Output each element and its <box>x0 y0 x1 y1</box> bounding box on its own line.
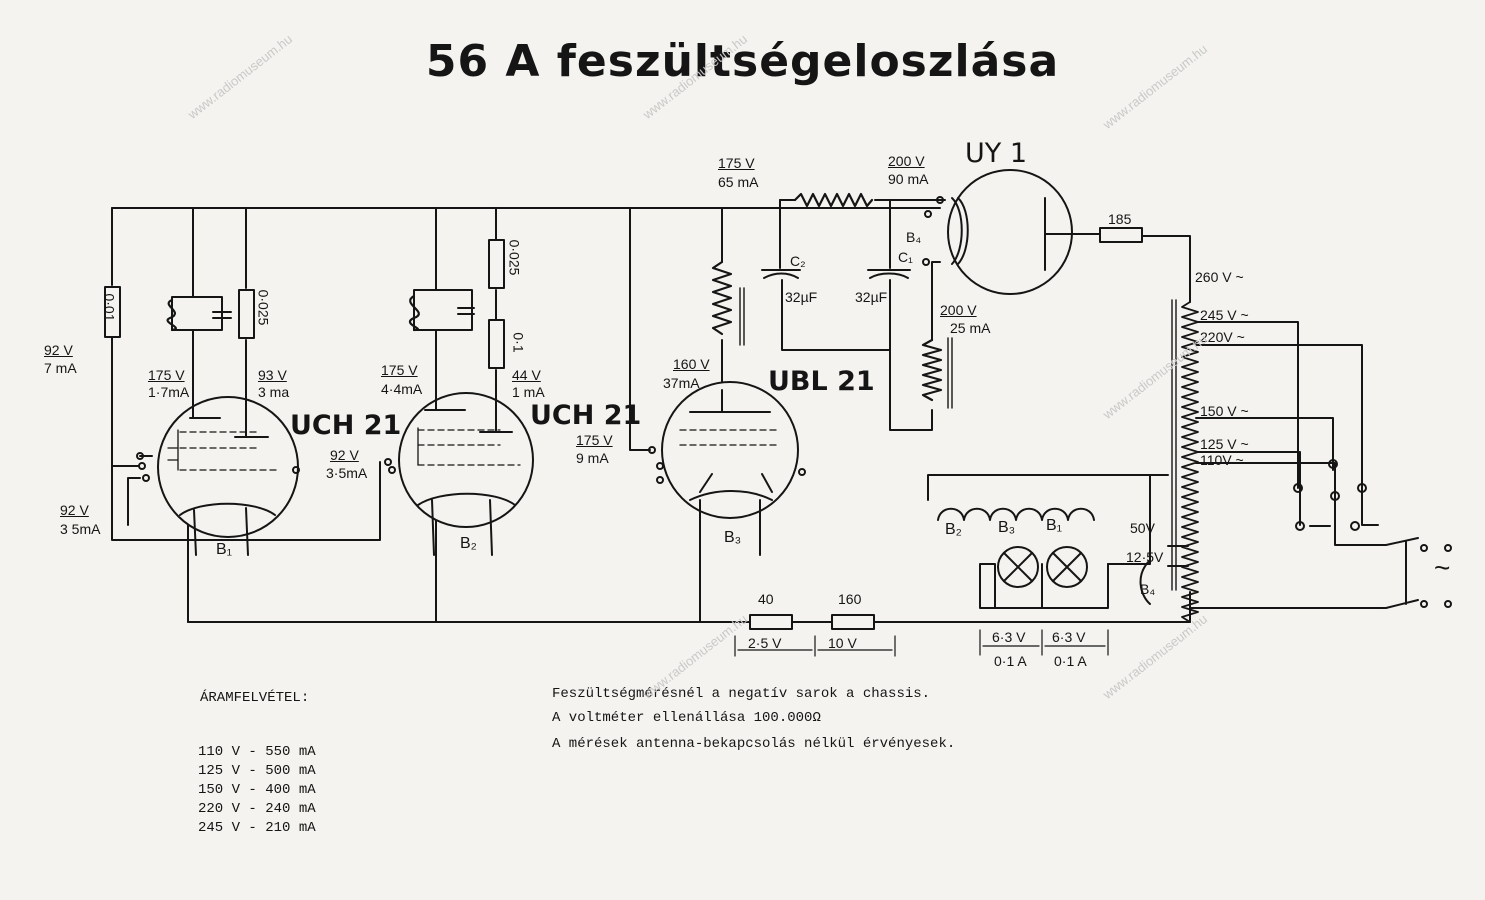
current-label: 1 mA <box>512 384 545 400</box>
tap-label: 12·5V <box>1126 549 1164 565</box>
voltage-drop-label: 2·5 V <box>748 635 782 651</box>
tap-label: 50V <box>1130 520 1155 536</box>
tap-label: 150 V ~ <box>1200 403 1249 419</box>
current-row: 125 V - 500 mA <box>198 763 316 779</box>
current-label: 65 mA <box>718 174 759 190</box>
voltage-drop-label: 10 V <box>828 635 857 651</box>
note-line: A mérések antenna-bekapcsolás nélkül érv… <box>552 736 956 752</box>
capacitor-label: 0·1 <box>510 332 527 353</box>
capacitor-0-1 <box>488 319 505 369</box>
heater-label: B₁ <box>216 541 233 558</box>
voltage-label: 93 V <box>258 367 287 383</box>
voltage-label: 92 V <box>44 342 73 358</box>
capacitor-0-01 <box>104 286 121 338</box>
voltage-label: 44 V <box>512 367 541 383</box>
tube-label-ubl21: UBL 21 <box>768 366 875 397</box>
tap-label: 245 V ~ <box>1200 307 1249 323</box>
lamp-voltage-label: 6·3 V <box>1052 629 1086 645</box>
switch-b4-label: B₄ <box>906 229 922 245</box>
ac-symbol: ~ <box>1434 552 1451 583</box>
voltage-label: 160 V <box>673 356 710 372</box>
lamp-voltage-label: 6·3 V <box>992 629 1026 645</box>
current-row: 245 V - 210 mA <box>198 820 316 836</box>
current-label: 4·4mA <box>381 381 423 397</box>
resistor-label: 185 <box>1108 211 1132 227</box>
heater-label: B₁ <box>1046 517 1063 534</box>
heater-label: B₃ <box>998 519 1016 536</box>
switch-b4-label: B₄ <box>1140 581 1156 597</box>
tube-uy1-envelope <box>947 169 1073 295</box>
tube-uch21-a-envelope <box>157 396 299 538</box>
voltage-label: 175 V <box>576 432 613 448</box>
capacitor-c1-label: C₁ <box>898 249 913 265</box>
resistor-160 <box>831 614 875 630</box>
resistor-185 <box>1099 227 1143 243</box>
voltage-label: 92 V <box>60 502 89 518</box>
current-label: 9 mA <box>576 450 609 466</box>
current-label: 3·5mA <box>326 465 368 481</box>
current-label: 1·7mA <box>148 384 190 400</box>
current-row: 220 V - 240 mA <box>198 801 316 817</box>
current-label: 3 ma <box>258 384 290 400</box>
voltage-label: 92 V <box>330 447 359 463</box>
capacitor-value: 32µF <box>785 289 818 305</box>
resistor-label: 160 <box>838 591 862 607</box>
tap-label: 110V ~ <box>1200 452 1244 468</box>
current-label: 25 mA <box>950 320 991 336</box>
voltage-label: 200 V <box>888 153 925 169</box>
current-label: 7 mA <box>44 360 77 376</box>
tap-label: 125 V ~ <box>1200 436 1249 452</box>
resistor-label: 40 <box>758 591 774 607</box>
resistor-40 <box>749 614 793 630</box>
tube-label-uy1: UY 1 <box>965 138 1028 169</box>
tube-label-uch21-a: UCH 21 <box>290 410 402 441</box>
tap-label: 260 V ~ <box>1195 269 1244 285</box>
voltage-label: 175 V <box>718 155 755 171</box>
current-row: 150 V - 400 mA <box>198 782 316 798</box>
tube-uch21-b-envelope <box>398 392 534 528</box>
lamp-current-label: 0·1 A <box>994 653 1027 669</box>
note-line: A voltméter ellenállása 100.000Ω <box>552 710 821 726</box>
capacitor-0-025-a <box>238 289 255 339</box>
note-line: Feszültségmérésnél a negatív sarok a cha… <box>552 686 931 702</box>
capacitor-c2-label: C₂ <box>790 253 806 269</box>
current-label: 37mA <box>663 375 700 391</box>
voltage-label: 200 V <box>940 302 977 318</box>
voltage-label: 175 V <box>381 362 418 378</box>
tube-label-uch21-b: UCH 21 <box>530 400 642 431</box>
page-title: 56 A feszültségeloszlása <box>425 36 1060 87</box>
heater-label: B₂ <box>460 535 477 552</box>
capacitor-label: 0·025 <box>255 289 272 326</box>
current-label: 3 5mA <box>60 521 101 537</box>
heater-label: B₃ <box>724 529 742 546</box>
current-row: 110 V - 550 mA <box>198 744 316 760</box>
capacitor-0-025-b <box>488 239 505 289</box>
lamp-current-label: 0·1 A <box>1054 653 1087 669</box>
capacitor-label: 0·025 <box>506 239 523 276</box>
capacitor-label: 0·01 <box>101 293 118 322</box>
tube-ubl21-envelope <box>661 381 799 519</box>
tap-label: 220V ~ <box>1200 329 1245 345</box>
voltage-label: 175 V <box>148 367 185 383</box>
heater-label: B₂ <box>945 521 962 538</box>
capacitor-value: 32µF <box>855 289 888 305</box>
current-label: 90 mA <box>888 171 929 187</box>
current-heading: ÁRAMFELVÉTEL: <box>200 690 310 706</box>
